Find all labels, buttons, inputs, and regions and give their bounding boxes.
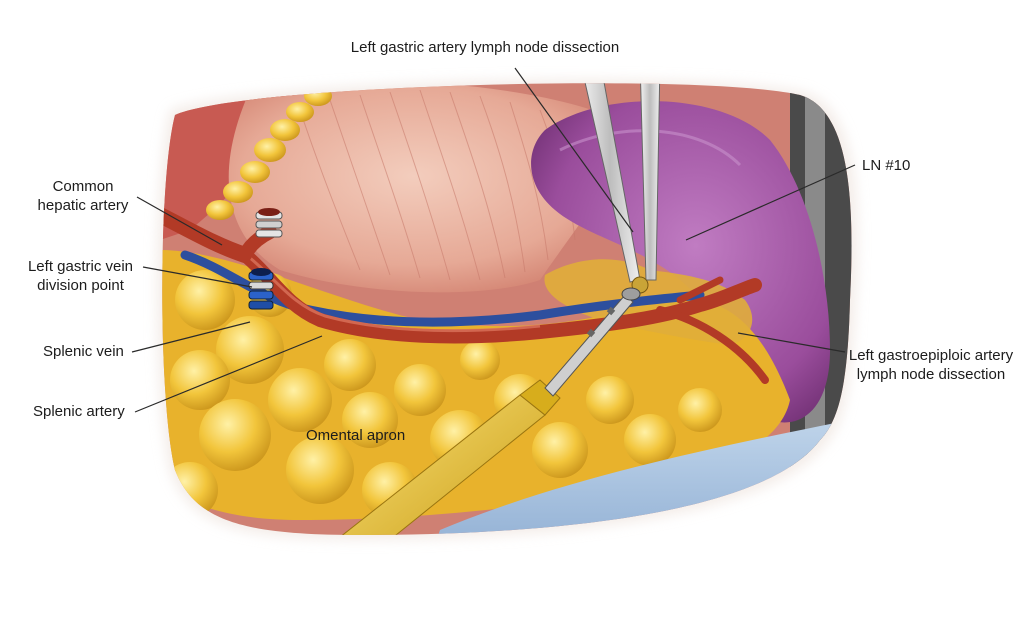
label-left-gastroepiploic-line1: Left gastroepiploic artery [848,347,1014,364]
leader-ln10 [685,164,856,241]
label-ln10: LN #10 [862,157,911,174]
label-common-hepatic-artery-line1: Common [52,178,114,195]
energy-device [329,287,641,536]
leader-left-gastroepiploic [737,332,846,353]
label-left-gastric-vein-line1: Left gastric vein [27,258,134,275]
leader-splenic-artery [134,335,323,413]
common-hepatic-artery-vessel [162,207,253,263]
leader-splenic-vein [131,321,251,353]
label-left-gastric-vein-line2: division point [37,277,124,294]
forceps [579,83,661,294]
leader-left-gastric-vein [142,266,253,288]
blue-clip-left-gastric-vein [248,268,274,310]
leader-left-gastric-artery-ln [514,67,634,233]
label-common-hepatic-artery: Common hepatic artery [28,177,138,215]
label-common-hepatic-artery-line2: hepatic artery [37,197,129,214]
silver-clip-left-gastric-artery [255,208,283,238]
leader-common-hepatic-artery [136,196,223,246]
label-left-gastric-vein: Left gastric vein division point [18,257,143,295]
splenic-artery-vessel [238,248,762,344]
label-splenic-vein: Splenic vein [43,343,124,360]
left-gastroepiploic-artery-vessel [656,306,769,384]
label-left-gastroepiploic-line2: lymph node dissection [856,366,1006,383]
lesser-curvature-fat [206,86,332,220]
stomach [228,83,640,293]
label-left-gastric-artery-ln: Left gastric artery lymph node dissectio… [350,39,620,56]
label-splenic-artery: Splenic artery [33,403,125,420]
label-left-gastroepiploic: Left gastroepiploic artery lymph node di… [846,346,1016,384]
label-omental-apron: Omental apron [306,427,406,444]
leader-lines [131,67,856,413]
